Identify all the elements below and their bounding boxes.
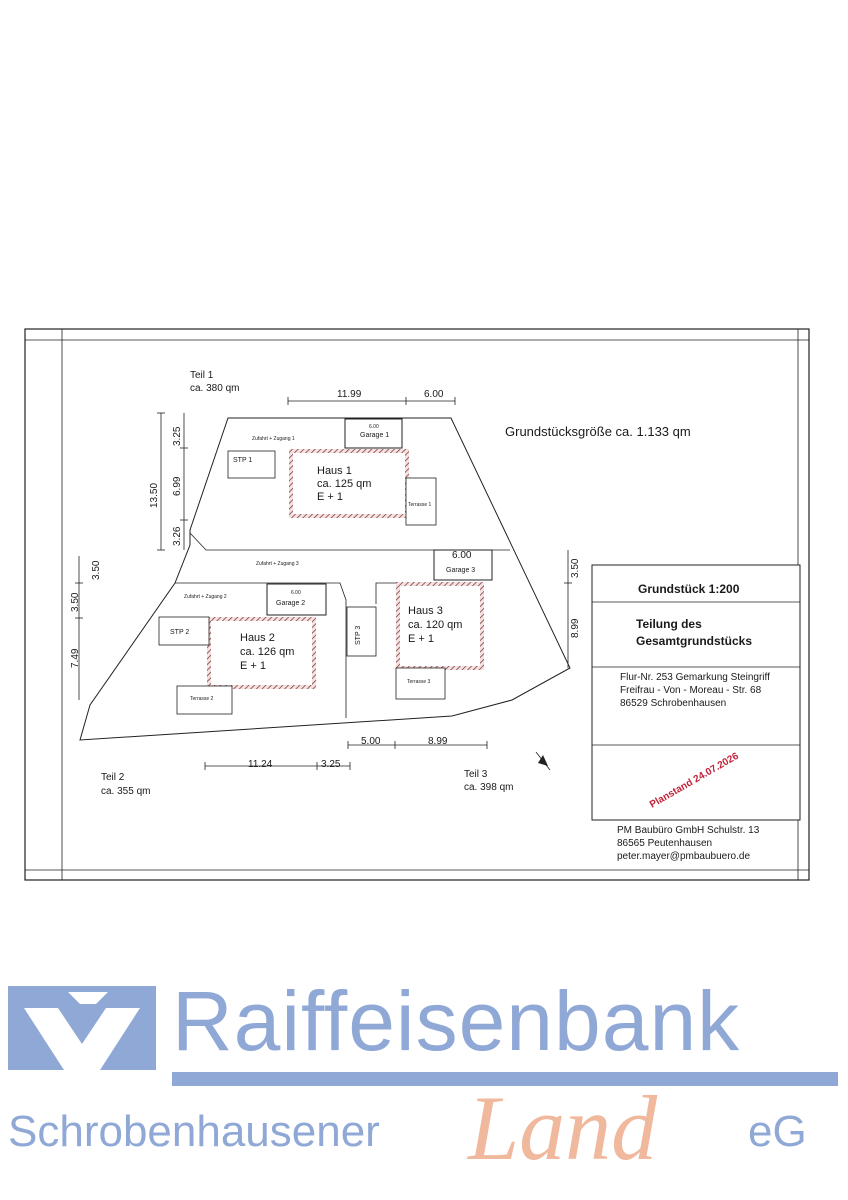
dim-bottom-c: 5.00 [361,736,381,747]
dim-left-b: 6.99 [172,476,183,496]
garage-2 [266,583,327,616]
dim-left2-c: 7.49 [70,648,81,668]
terrace-2 [176,685,233,715]
dimension-lines [75,397,572,770]
parking-1 [227,450,276,479]
parking-3 [346,606,377,657]
logo-underline-bar [172,1072,838,1086]
access-3-label: Zufahrt + Zugang 3 [256,561,299,567]
logo-sub-text: Schrobenhausener [8,1107,380,1156]
terrace-3-label: Terrasse 3 [407,679,431,685]
dim-right-b: 8.99 [570,618,581,638]
garage-3-label: Garage 3 [446,567,475,574]
title-block-street: Freifrau - Von - Moreau - Str. 68 [620,685,762,696]
house-1 [289,449,409,518]
dim-top-b: 6.00 [424,389,444,400]
dim-left-c: 3.26 [172,526,183,546]
terrace-1 [405,477,437,526]
part-2-area: ca. 355 qm [101,786,150,797]
house-1-floors: E + 1 [317,491,343,503]
house-2-floors: E + 1 [240,660,266,672]
title-block-title-line1: Teilung des [636,617,702,631]
title-block-title-line2: Gesamtgrundstücks [636,634,752,648]
logo-main-text: Raiffeisenbank [172,974,741,1068]
partition-line-1 [189,532,510,551]
partition-line-2 [175,582,347,718]
parking-2 [158,616,210,646]
terrace-2-label: Terrasse 2 [190,696,214,702]
garage-3 [433,549,493,581]
parking-2-label: STP 2 [170,629,189,636]
title-block-office: PM Baubüro GmbH Schulstr. 13 [617,825,760,836]
terrace-1-label: Terrasse 1 [408,502,432,508]
access-1-label: Zufahrt + Zugang 1 [252,436,295,442]
title-block-city: 86529 Schrobenhausen [620,698,726,709]
dim-left2-b: 3.50 [70,592,81,612]
plot-area-label: Grundstücksgröße ca. 1.133 qm [505,424,691,439]
house-2 [207,617,316,689]
title-block [591,564,801,821]
outer-frame [24,328,810,881]
part-2-name: Teil 2 [101,772,125,783]
north-arrow-icon [535,751,551,771]
dim-left-a: 3.25 [172,426,183,446]
title-block-parcel: Flur-Nr. 253 Gemarkung Steingriff [620,672,770,683]
house-3-area: ca. 120 qm [408,619,462,631]
terrace-3 [395,667,446,700]
part-3-area: ca. 398 qm [464,782,513,793]
dim-left-total: 13.50 [149,483,160,508]
part-3-name: Teil 3 [464,769,488,780]
garage-1 [344,418,403,449]
dim-bottom-d: 8.99 [428,736,448,747]
garage-2-width: 6.00 [291,590,301,596]
dim-top-a: 11.99 [337,389,362,400]
dim-left2-a: 3.50 [91,560,102,580]
site-plan-drawing: Grundstücksgröße ca. 1.133 qm Teil 1 ca.… [24,328,810,881]
garage-1-width: 6.00 [369,424,379,430]
title-block-office-city: 86565 Peutenhausen [617,838,712,849]
plot-boundary [79,417,571,741]
raiffeisen-emblem-icon [8,986,156,1070]
house-3-floors: E + 1 [408,633,434,645]
part-1-area: ca. 380 qm [190,383,239,394]
house-1-name: Haus 1 [317,465,352,477]
dim-bottom-a: 11.24 [248,759,273,770]
dim-bottom-b: 3.25 [321,759,341,770]
logo-land-text: Land [468,1077,658,1179]
house-1-area: ca. 125 qm [317,478,371,490]
raiffeisenbank-logo: Raiffeisenbank Schrobenhausener Land eG [0,970,848,1200]
dim-right-a: 3.50 [570,558,581,578]
garage-3-width: 6.00 [452,550,472,561]
title-block-scale: Grundstück 1:200 [638,582,740,596]
garage-1-label: Garage 1 [360,432,389,439]
house-2-area: ca. 126 qm [240,646,294,658]
logo-suffix-text: eG [748,1107,807,1156]
title-block-email: peter.mayer@pmbaubuero.de [617,851,750,862]
parking-1-label: STP 1 [233,457,252,464]
access-2-label: Zufahrt + Zugang 2 [184,594,227,600]
garage-2-label: Garage 2 [276,600,305,607]
part-1-name: Teil 1 [190,370,214,381]
house-3-name: Haus 3 [408,605,443,617]
parking-3-label: STP 3 [355,626,362,645]
house-2-name: Haus 2 [240,632,275,644]
